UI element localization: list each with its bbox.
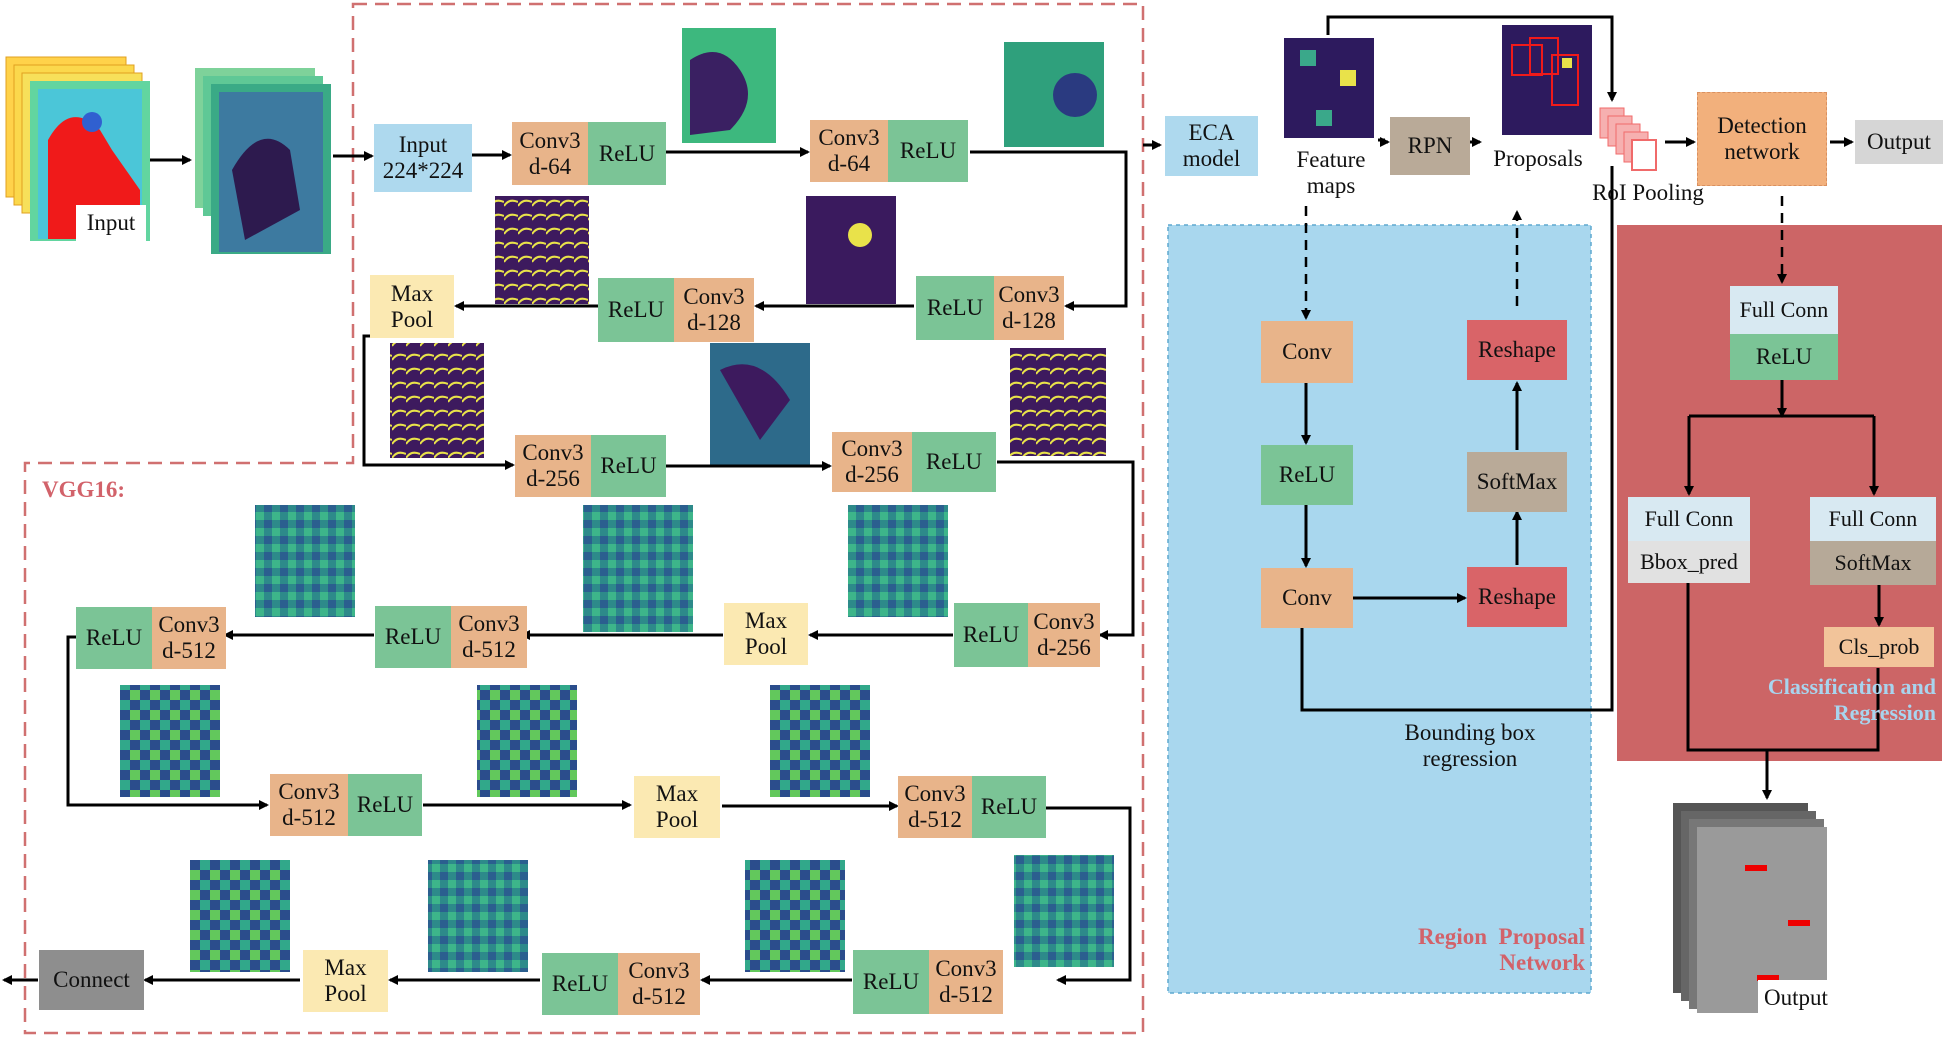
head-softmax: SoftMax — [1810, 541, 1936, 585]
roi-pooling-label: RoI Pooling — [1592, 180, 1704, 205]
conv3d-512-a: Conv3 d-512 — [451, 606, 527, 668]
rpn-box: RPN — [1390, 117, 1470, 175]
feature-maps-image — [1284, 38, 1374, 138]
classification-regression-label: Classification and Regression — [1767, 674, 1936, 726]
conv3d-256-c: Conv3 d-256 — [1028, 603, 1100, 667]
maxpool-3: Max Pool — [724, 603, 808, 665]
input-224-box: Input 224*224 — [374, 124, 472, 192]
roi-pooling-stack — [1599, 107, 1657, 171]
region-proposal-network-label: Region Proposal Network — [1418, 924, 1585, 975]
bbox-pred-box: Bbox_pred — [1628, 541, 1750, 583]
full-conn-2: Full Conn — [1628, 497, 1750, 541]
proposals-image — [1502, 25, 1592, 135]
conv3d-128-a: Conv3 d-128 — [994, 276, 1064, 340]
maxpool-4: Max Pool — [634, 776, 720, 838]
relu-512-a: ReLU — [375, 606, 451, 668]
conv3d-256-b: Conv3 d-256 — [832, 432, 912, 492]
rpn-relu: ReLU — [1261, 445, 1353, 505]
relu-64-b: ReLU — [888, 120, 968, 182]
conv3d-512-b: Conv3 d-512 — [152, 607, 226, 669]
maxpool-2: Max Pool — [370, 275, 454, 338]
rpn-conv-2: Conv — [1261, 568, 1353, 628]
relu-256-c: ReLU — [954, 603, 1028, 667]
relu-512-c: ReLU — [348, 774, 422, 836]
detection-network-box: Detection network — [1697, 92, 1827, 186]
relu-512-b: ReLU — [76, 607, 152, 669]
conv3d-512-e: Conv3 d-512 — [929, 950, 1003, 1014]
maxpool-5: Max Pool — [303, 950, 388, 1012]
feature-maps-label: Feature maps — [1296, 147, 1366, 199]
conv3d-512-c: Conv3 d-512 — [270, 774, 348, 836]
rpn-reshape-1: Reshape — [1467, 320, 1567, 380]
rpn-softmax: SoftMax — [1467, 452, 1567, 512]
conv3d-64-a: Conv3 d-64 — [512, 122, 588, 185]
relu-512-e: ReLU — [853, 950, 929, 1014]
relu-256-a: ReLU — [591, 435, 666, 497]
conv3d-512-d: Conv3 d-512 — [898, 776, 972, 838]
relu-512-f: ReLU — [542, 953, 618, 1015]
conv3d-256-a: Conv3 d-256 — [515, 435, 591, 497]
vgg16-label: VGG16: — [42, 477, 126, 502]
relu-128-b: ReLU — [598, 278, 674, 342]
input-label: Input — [76, 205, 146, 241]
proposals-label: Proposals — [1493, 146, 1583, 171]
relu-512-d: ReLU — [972, 776, 1046, 838]
cls-prob-box: Cls_prob — [1824, 627, 1934, 667]
conv3d-512-f: Conv3 d-512 — [618, 953, 700, 1015]
output-box: Output — [1855, 120, 1943, 164]
conv3d-64-b: Conv3 d-64 — [810, 120, 888, 182]
bbox-regression-label: Bounding box regression — [1404, 720, 1536, 772]
relu-128-a: ReLU — [916, 276, 994, 340]
full-conn-1: Full Conn — [1730, 286, 1838, 334]
vgg16-region-border — [23, 2, 1145, 1035]
featuremap-thumbnails — [120, 28, 1114, 972]
output-image-stack — [1673, 803, 1827, 1013]
connect-box: Connect — [39, 950, 144, 1010]
relu-64-a: ReLU — [588, 122, 666, 185]
head-relu: ReLU — [1730, 334, 1838, 380]
rpn-conv-1: Conv — [1261, 321, 1353, 383]
eca-model-box: ECA model — [1165, 116, 1258, 176]
grayscale-input-stack — [195, 68, 331, 254]
conv3d-128-b: Conv3 d-128 — [674, 278, 754, 342]
rpn-reshape-2: Reshape — [1467, 567, 1567, 627]
relu-256-b: ReLU — [912, 432, 996, 492]
output-image-label: Output — [1758, 980, 1834, 1016]
full-conn-3: Full Conn — [1810, 497, 1936, 541]
